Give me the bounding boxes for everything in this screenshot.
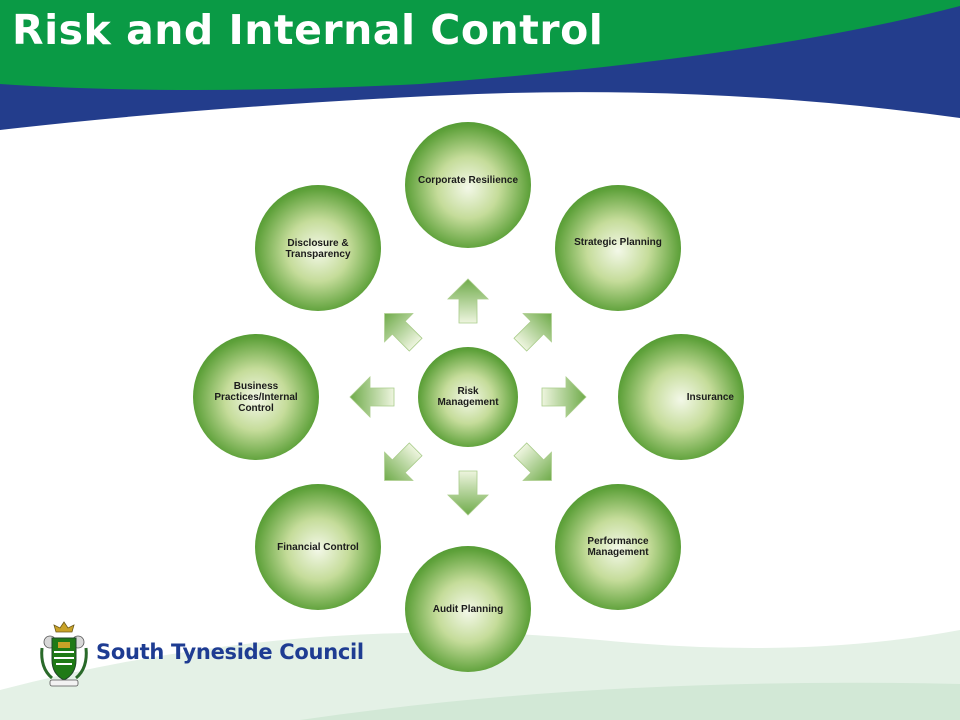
node-insurance: Insurance: [618, 334, 744, 460]
arrow-down-left: [384, 442, 423, 481]
node-label: Corporate Resilience: [417, 175, 519, 186]
council-name: South Tyneside Council: [96, 640, 364, 664]
node-disclosure-transparency: Disclosure & Transparency: [255, 185, 381, 311]
node-label: Disclosure & Transparency: [285, 238, 351, 260]
node-label: Financial Control: [277, 541, 359, 553]
node-strategic-planning: Strategic Planning: [555, 185, 681, 311]
node-label: Business Practices/Internal Control: [214, 380, 298, 414]
node-business-practices: Business Practices/Internal Control: [193, 334, 319, 460]
node-label: Strategic Planning: [574, 237, 662, 248]
node-corporate-resilience: Corporate Resilience: [405, 122, 531, 248]
node-performance-management: Performance Management: [555, 484, 681, 610]
node-label: Audit Planning: [432, 603, 504, 615]
header-green-band: [0, 0, 960, 90]
footer-swoosh-pale: [300, 682, 960, 720]
node-label: Insurance: [686, 391, 734, 403]
arrow-left: [349, 376, 395, 418]
node-risk-management: Risk Management: [418, 347, 518, 447]
arrows: [349, 278, 587, 516]
council-crest-icon: [40, 621, 88, 687]
arrow-up: [447, 278, 489, 324]
node-label: Performance Management: [587, 536, 649, 558]
center-label: Risk Management: [437, 386, 499, 408]
arrow-right: [541, 376, 587, 418]
arrow-down-right: [513, 442, 552, 481]
arrow-up-left: [384, 313, 423, 352]
node-financial-control: Financial Control: [255, 484, 381, 610]
node-audit-planning: Audit Planning: [405, 546, 531, 672]
arrow-up-right: [513, 313, 552, 352]
slide-title: Risk and Internal Control: [12, 6, 604, 54]
arrow-down: [447, 470, 489, 516]
